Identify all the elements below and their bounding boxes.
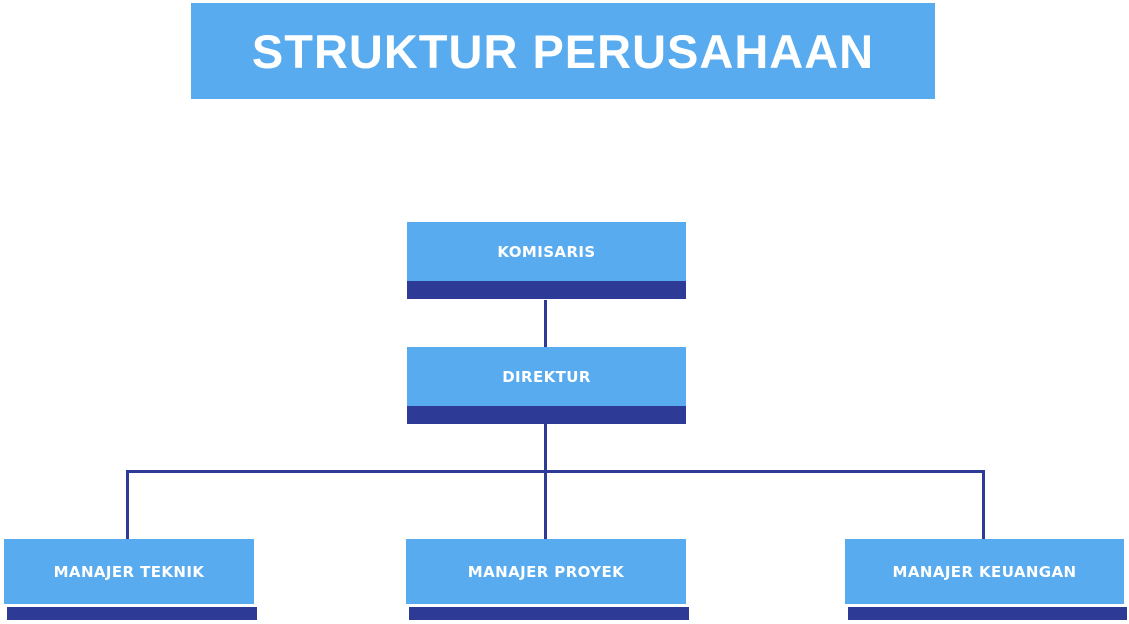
connector-direktur-stem [544,424,547,470]
org-node-komisaris-label: KOMISARIS [407,222,686,281]
node-shadow-bar [407,406,686,424]
node-shadow-bar [7,607,257,620]
page-title: STRUKTUR PERUSAHAAN [251,24,875,78]
connector-horizontal-rail [126,470,985,473]
org-node-direktur: DIREKTUR [407,347,686,424]
org-node-manajer-proyek: MANAJER PROYEK [406,539,689,620]
org-node-manajer-keuangan: MANAJER KEUANGAN [845,539,1127,620]
node-shadow-bar [409,607,689,620]
node-shadow-bar [407,281,686,299]
org-node-manajer-teknik-label: MANAJER TEKNIK [4,539,254,604]
org-node-direktur-label: DIREKTUR [407,347,686,406]
connector-drop-manajer-keuangan [982,470,985,539]
org-node-manajer-teknik: MANAJER TEKNIK [4,539,257,620]
connector-komisaris-direktur [544,300,547,347]
org-node-manajer-keuangan-label: MANAJER KEUANGAN [845,539,1124,604]
connector-drop-manajer-teknik [126,470,129,539]
org-node-manajer-proyek-label: MANAJER PROYEK [406,539,686,604]
org-node-komisaris: KOMISARIS [407,222,686,299]
connector-drop-manajer-proyek [544,470,547,539]
node-shadow-bar [848,607,1127,620]
title-banner: STRUKTUR PERUSAHAAN [191,3,935,99]
